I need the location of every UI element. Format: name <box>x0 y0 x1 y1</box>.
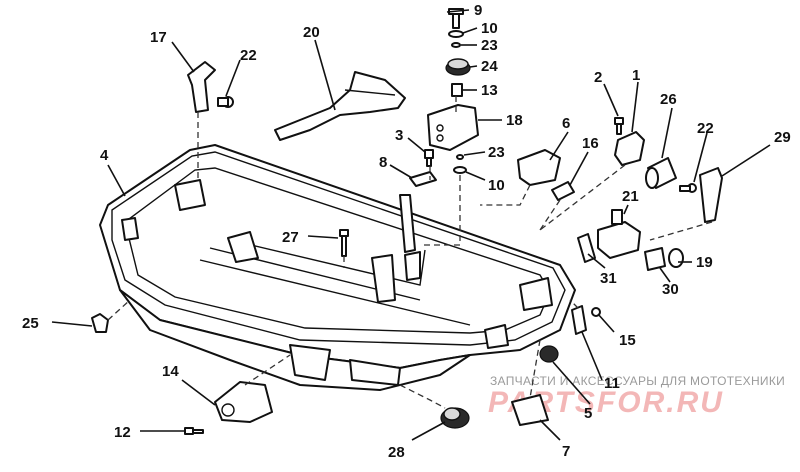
part-30-fitting <box>644 247 666 271</box>
part-5-plug <box>539 345 559 363</box>
part-26-bushing <box>645 157 677 189</box>
callout-9: 9 <box>474 2 482 19</box>
part-8-clip <box>409 171 437 187</box>
part-18-mount <box>427 104 479 151</box>
callout-10-lower: 10 <box>488 177 505 194</box>
part-6-cover <box>517 149 561 186</box>
callout-4: 4 <box>100 147 109 164</box>
callout-25: 25 <box>22 315 39 332</box>
callout-26: 26 <box>660 91 677 108</box>
callout-31: 31 <box>600 270 617 287</box>
callout-20: 20 <box>303 24 320 41</box>
part-13-spacer <box>451 83 463 97</box>
callout-22-right: 22 <box>697 120 714 137</box>
callout-19: 19 <box>696 254 713 271</box>
callout-29: 29 <box>774 129 791 146</box>
callout-8: 8 <box>379 154 387 171</box>
part-28-grommet <box>440 407 470 429</box>
part-10-washer-lower <box>453 166 467 174</box>
part-14-bracket <box>214 381 273 423</box>
watermark-subtitle: ЗАПЧАСТИ И АКСЕССУАРЫ ДЛЯ МОТОТЕХНИКИ <box>490 374 785 388</box>
part-1-holder <box>614 131 645 166</box>
callout-2: 2 <box>594 69 602 86</box>
part-25-screw <box>91 313 109 333</box>
part-29-bracket <box>699 167 723 223</box>
part-2-screw <box>614 117 624 135</box>
part-20-lever <box>274 71 406 141</box>
assembly-lines <box>107 96 713 409</box>
callout-23-top: 23 <box>481 37 498 54</box>
callout-14: 14 <box>162 363 179 380</box>
callout-15: 15 <box>619 332 636 349</box>
part-22-screw-top <box>217 96 234 108</box>
leader-lines <box>51 9 771 441</box>
part-23-washer-lower <box>456 154 464 160</box>
part-12-screw <box>184 427 204 435</box>
callout-22-top: 22 <box>240 47 257 64</box>
callout-12: 12 <box>114 424 131 441</box>
callout-30: 30 <box>662 281 679 298</box>
callout-labels: 17 22 20 9 10 23 24 13 18 3 8 23 10 6 16… <box>22 2 791 461</box>
callout-10-top: 10 <box>481 20 498 37</box>
callout-1: 1 <box>632 67 640 84</box>
callout-5: 5 <box>584 405 592 422</box>
part-27-screw <box>339 229 349 257</box>
callout-21: 21 <box>622 188 639 205</box>
bottom-cowl <box>99 144 576 391</box>
part-24-grommet <box>445 58 471 76</box>
callout-27: 27 <box>282 229 299 246</box>
part-31-clip <box>577 233 596 263</box>
part-3-screw <box>424 149 434 167</box>
callout-16: 16 <box>582 135 599 152</box>
part-7-plate <box>511 394 549 426</box>
callout-17: 17 <box>150 29 167 46</box>
part-16-clip <box>551 181 575 201</box>
part-22-screw-right <box>679 183 697 193</box>
part-10-washer-top <box>448 30 464 38</box>
callout-24: 24 <box>481 58 498 75</box>
part-21-valve <box>597 209 641 259</box>
callout-23-lower: 23 <box>488 144 505 161</box>
callout-7: 7 <box>562 443 570 460</box>
part-23-washer-top <box>451 42 461 48</box>
callout-18: 18 <box>506 112 523 129</box>
callout-13: 13 <box>481 82 498 99</box>
callout-28: 28 <box>388 444 405 461</box>
callout-6: 6 <box>562 115 570 132</box>
callout-3: 3 <box>395 127 403 144</box>
part-19-ring <box>668 248 684 268</box>
callout-11: 11 <box>604 375 620 392</box>
part-17-bracket <box>187 61 216 113</box>
part-11-clip <box>571 305 587 335</box>
